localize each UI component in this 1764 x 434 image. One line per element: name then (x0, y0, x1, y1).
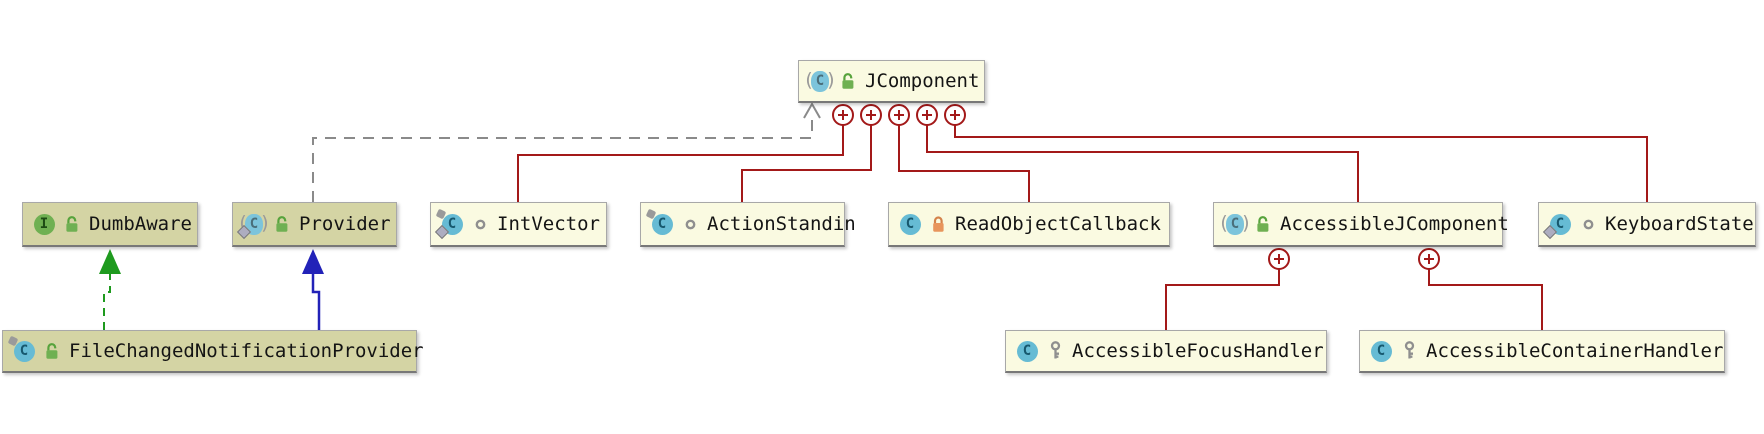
edge-jcomponent-inner-accessiblejcomponent (926, 125, 1359, 202)
edge-accessiblejcomponent-inner-accessiblecontainerhandler (1428, 269, 1543, 330)
inner-class-plus-icon[interactable] (1418, 248, 1440, 270)
class-node-provider[interactable]: C Provider (232, 202, 397, 247)
class-node-accessiblejcomponent[interactable]: C AccessibleJComponent (1213, 202, 1509, 247)
public-visibility-icon (274, 214, 290, 234)
interface-icon: I (33, 213, 55, 235)
package-private-visibility-icon (1580, 214, 1596, 234)
inner-class-plus-icon[interactable] (832, 104, 854, 126)
edge-accessiblejcomponent-inner-accessiblefocushandler (1165, 269, 1280, 330)
public-visibility-icon (64, 214, 80, 234)
class-name-label: JComponent (865, 70, 980, 92)
class-icon: C (1370, 340, 1392, 362)
class-name-label: DumbAware (89, 213, 192, 235)
package-private-visibility-icon (472, 214, 488, 234)
class-icon: C (1542, 213, 1571, 240)
abstract-class-icon: C (1218, 212, 1252, 235)
public-visibility-icon (1255, 214, 1271, 234)
class-icon: C (899, 213, 921, 235)
class-icon: C (1016, 340, 1038, 362)
class-name-label: FileChangedNotificationProvider (69, 340, 424, 362)
abstract-class-icon: C (803, 69, 837, 92)
public-visibility-icon (840, 71, 856, 91)
inner-class-plus-icon[interactable] (916, 104, 938, 126)
abstract-class-icon: C (236, 212, 271, 240)
class-node-intvector[interactable]: C IntVector (430, 202, 607, 247)
class-node-accessiblefocushandler[interactable]: C AccessibleFocusHandler (1005, 330, 1327, 373)
inner-class-plus-icon[interactable] (888, 104, 910, 126)
class-node-actionstandin[interactable]: C ActionStandin (640, 202, 856, 247)
edge-jcomponent-inner-intvector (517, 125, 844, 202)
public-visibility-icon (44, 341, 60, 361)
class-node-accessiblecontainerhandler[interactable]: C AccessibleContainerHandler (1359, 330, 1725, 373)
edge-jcomponent-inner-readobjectcallback (898, 125, 1030, 202)
class-icon: C (7, 335, 35, 362)
class-icon: C (645, 208, 673, 235)
class-icon: C (434, 208, 463, 240)
private-visibility-icon (930, 214, 946, 234)
class-name-label: AccessibleContainerHandler (1426, 340, 1724, 362)
class-node-readobjectcallback[interactable]: C ReadObjectCallback (888, 202, 1170, 247)
package-private-visibility-icon (682, 214, 698, 234)
class-name-label: ActionStandin (707, 213, 856, 235)
class-name-label: Provider (299, 213, 391, 235)
protected-visibility-icon (1047, 341, 1063, 361)
dependency-arrowhead-icon (803, 101, 821, 119)
class-node-keyboardstate[interactable]: C KeyboardState (1538, 202, 1756, 247)
edge-filechangednotificationprovider-extends-provider (311, 273, 321, 330)
class-name-label: AccessibleFocusHandler (1072, 340, 1324, 362)
class-node-jcomponent[interactable]: C JComponent (798, 60, 985, 103)
class-name-label: AccessibleJComponent (1280, 213, 1509, 235)
protected-visibility-icon (1401, 341, 1417, 361)
class-node-dumbaware[interactable]: I DumbAware (22, 202, 198, 247)
edge-jcomponent-inner-actionstandin (741, 125, 872, 202)
inner-class-plus-icon[interactable] (944, 104, 966, 126)
edge-filechangednotificationprovider-implements-dumbaware (103, 273, 111, 330)
inner-class-plus-icon[interactable] (860, 104, 882, 126)
implements-arrowhead-icon (99, 249, 121, 274)
class-name-label: IntVector (497, 213, 600, 235)
class-name-label: ReadObjectCallback (955, 213, 1161, 235)
edge-jcomponent-inner-keyboardstate (954, 125, 1648, 202)
class-name-label: KeyboardState (1605, 213, 1754, 235)
extends-arrowhead-icon (302, 249, 324, 274)
edge-provider-depends-on-jcomponent (312, 118, 813, 202)
class-node-filechangednotificationprovider[interactable]: C FileChangedNotificationProvider (2, 330, 424, 373)
inner-class-plus-icon[interactable] (1268, 248, 1290, 270)
